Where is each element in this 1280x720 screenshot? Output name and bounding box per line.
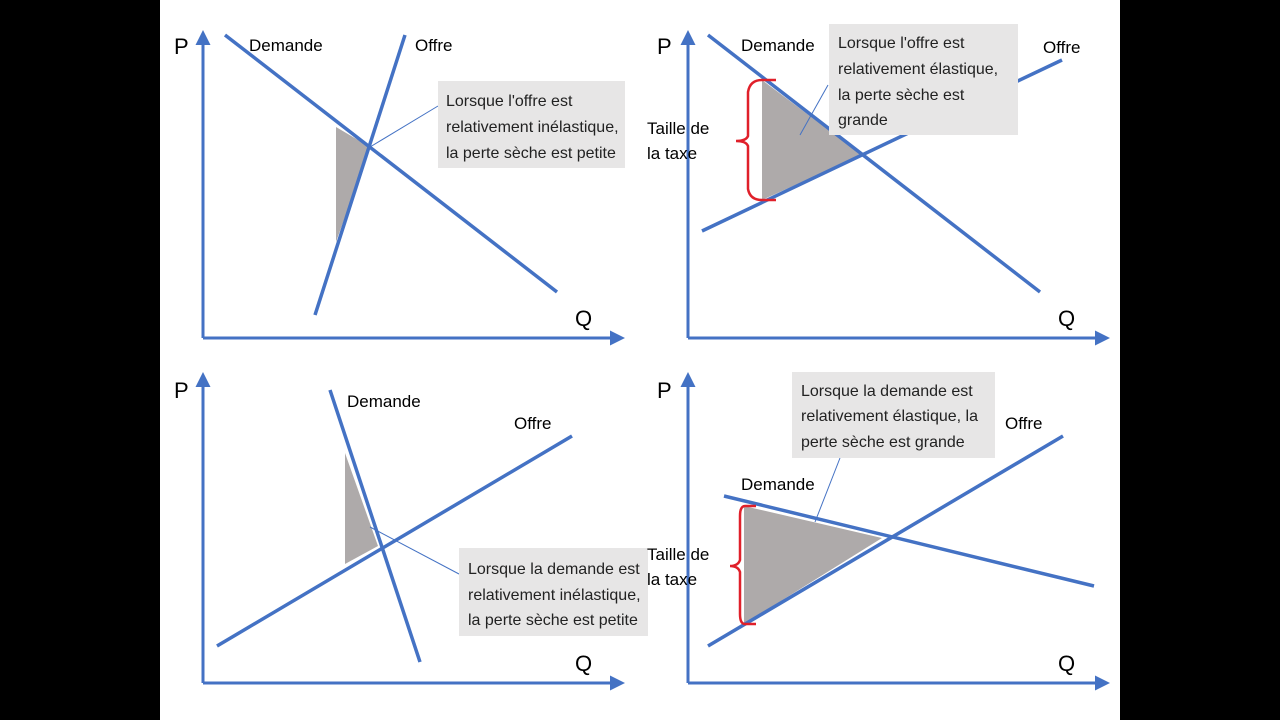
deadweight-loss-triangle xyxy=(762,80,862,200)
axis-label-q: Q xyxy=(575,306,592,331)
note-line-1: Lorsque l'offre est xyxy=(838,35,965,52)
note-line-3: la perte sèche est petite xyxy=(468,612,638,629)
panel-bottom-right: P Q Demande Offre Taille de la taxe Lors… xyxy=(647,372,1110,691)
note-line-2: relativement élastique, la xyxy=(801,408,978,425)
elasticity-deadweight-loss-diagram: P Q Demande Offre Lorsque l'offre est re… xyxy=(174,24,1110,691)
note-pointer xyxy=(814,457,841,523)
note-line-3: la perte sèche est petite xyxy=(446,145,616,162)
tax-size-label-line-2: la taxe xyxy=(647,570,697,589)
supply-label: Offre xyxy=(1005,414,1042,433)
panel-bottom-left: P Q Demande Offre Lorsque la demande est… xyxy=(174,372,648,691)
demand-curve xyxy=(223,33,559,294)
note-line-3: perte sèche est grande xyxy=(801,434,965,451)
supply-label: Offre xyxy=(415,36,452,55)
tax-size-label-line-2: la taxe xyxy=(647,144,697,163)
deadweight-loss-triangle xyxy=(345,453,378,564)
axis-label-p: P xyxy=(657,378,672,403)
demand-label: Demande xyxy=(249,36,323,55)
supply-curve xyxy=(313,34,407,316)
demand-curve xyxy=(723,494,1095,588)
note-line-2: relativement élastique, xyxy=(838,61,998,78)
note-line-1: Lorsque la demande est xyxy=(801,383,973,400)
slide: P Q Demande Offre Lorsque l'offre est re… xyxy=(160,0,1120,720)
demand-label: Demande xyxy=(347,392,421,411)
axis-label-q: Q xyxy=(1058,651,1075,676)
panel-top-left: P Q Demande Offre Lorsque l'offre est re… xyxy=(174,30,625,346)
tax-size-label-line-1: Taille de xyxy=(647,119,709,138)
demand-curve xyxy=(328,389,422,663)
note-pointer xyxy=(369,526,460,575)
note-line-2: relativement inélastique, xyxy=(468,587,641,604)
note-pointer xyxy=(799,84,829,136)
demand-label: Demande xyxy=(741,475,815,494)
demand-curve xyxy=(706,33,1042,294)
axis-label-p: P xyxy=(657,34,672,59)
tax-size-brace xyxy=(735,78,776,202)
note-line-3: la perte sèche est xyxy=(838,87,965,104)
note-line-4: grande xyxy=(838,112,888,129)
supply-label: Offre xyxy=(1043,38,1080,57)
axis-label-p: P xyxy=(174,378,189,403)
note-pointer xyxy=(369,105,439,148)
supply-curve xyxy=(707,434,1064,648)
axis-label-p: P xyxy=(174,34,189,59)
axis-label-q: Q xyxy=(575,651,592,676)
panel-top-right: P Q Demande Offre Taille de la taxe Lors… xyxy=(647,24,1110,346)
note-line-1: Lorsque la demande est xyxy=(468,561,640,578)
supply-curve xyxy=(216,434,573,648)
demand-label: Demande xyxy=(741,36,815,55)
deadweight-loss-triangle xyxy=(336,127,370,242)
supply-label: Offre xyxy=(514,414,551,433)
note-line-1: Lorsque l'offre est xyxy=(446,93,573,110)
deadweight-loss-triangle xyxy=(744,506,882,624)
note-box xyxy=(459,548,648,636)
note-box xyxy=(829,24,1018,135)
tax-size-brace xyxy=(729,504,756,626)
note-box xyxy=(438,81,625,168)
note-box xyxy=(792,372,995,458)
tax-size-label-line-1: Taille de xyxy=(647,545,709,564)
axis-label-q: Q xyxy=(1058,306,1075,331)
note-line-2: relativement inélastique, xyxy=(446,119,619,136)
